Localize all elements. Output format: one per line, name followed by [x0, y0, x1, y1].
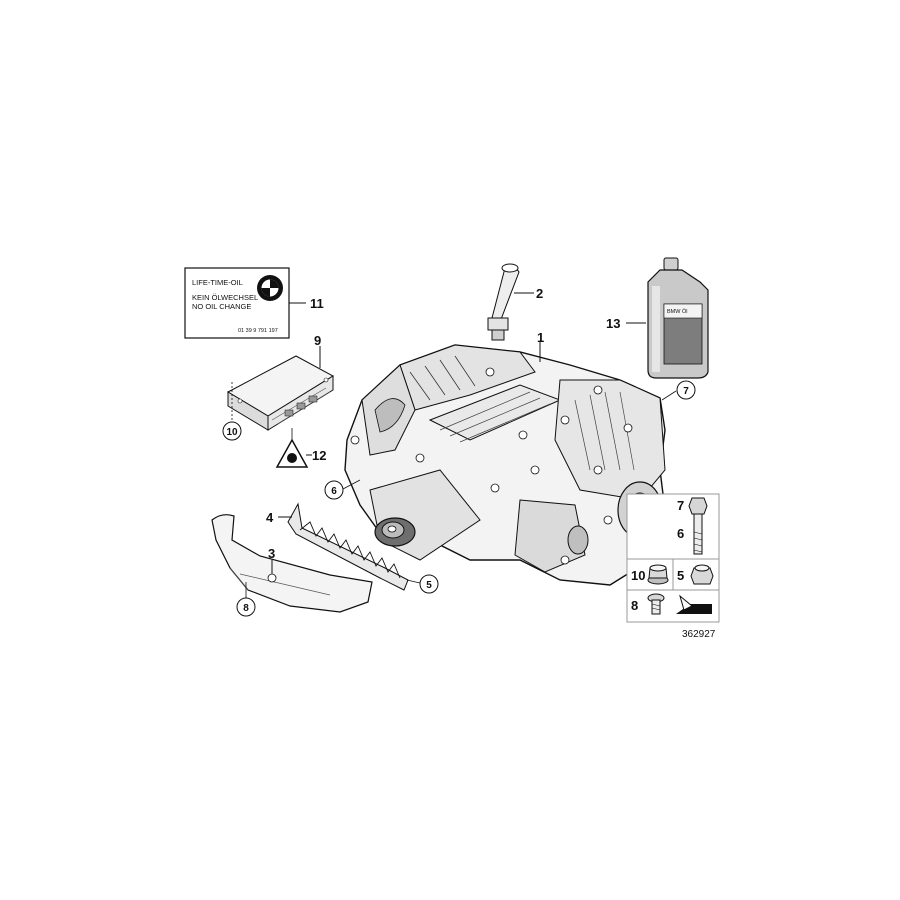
bmw-roundel-icon — [257, 275, 283, 301]
control-unit — [226, 355, 334, 431]
heat-shield — [211, 514, 373, 613]
oil-bottle: BMW Öl — [647, 257, 709, 379]
bottle-brand-text: BMW Öl — [667, 308, 687, 315]
label-line-3: NO OIL CHANGE — [192, 302, 251, 311]
callout-1: 1 — [537, 330, 544, 345]
tightening-arrow-icon — [676, 594, 712, 614]
hardware-box: 7 6 10 5 8 — [626, 493, 720, 623]
callout-10: 10 — [226, 427, 238, 438]
label-part-number: 01 39 9 791 197 — [238, 328, 278, 334]
flange-nut-icon — [647, 564, 669, 585]
transfer-case — [344, 344, 666, 586]
callout-3: 3 — [268, 546, 275, 561]
label-line-1: LIFE-TIME-OIL — [192, 278, 243, 287]
hw-label-8: 8 — [631, 598, 638, 613]
callout-5: 5 — [426, 580, 432, 591]
hw-label-6: 6 — [677, 526, 684, 541]
warning-triangle-icon — [275, 438, 309, 468]
callout-6: 6 — [331, 486, 337, 497]
hw-label-5: 5 — [677, 568, 684, 583]
callout-11: 11 — [310, 296, 324, 311]
callout-9: 9 — [314, 333, 321, 348]
hw-label-10: 10 — [631, 568, 645, 583]
hw-label-7: 7 — [677, 498, 684, 513]
long-bolt-icon — [688, 497, 708, 555]
vent-hose — [487, 263, 520, 341]
lifetime-oil-label: LIFE-TIME-OIL KEIN ÖLWECHSEL NO OIL CHAN… — [184, 267, 290, 339]
label-line-2: KEIN ÖLWECHSEL — [192, 293, 258, 302]
callout-4: 4 — [266, 510, 274, 525]
callout-8: 8 — [243, 603, 249, 614]
short-screw-icon — [647, 593, 665, 615]
callout-7: 7 — [683, 386, 689, 397]
callout-13: 13 — [606, 316, 620, 331]
diagram-id: 362927 — [682, 629, 716, 640]
callout-12: 12 — [312, 448, 326, 463]
callout-2: 2 — [536, 286, 543, 301]
hex-nut-icon — [690, 564, 714, 585]
